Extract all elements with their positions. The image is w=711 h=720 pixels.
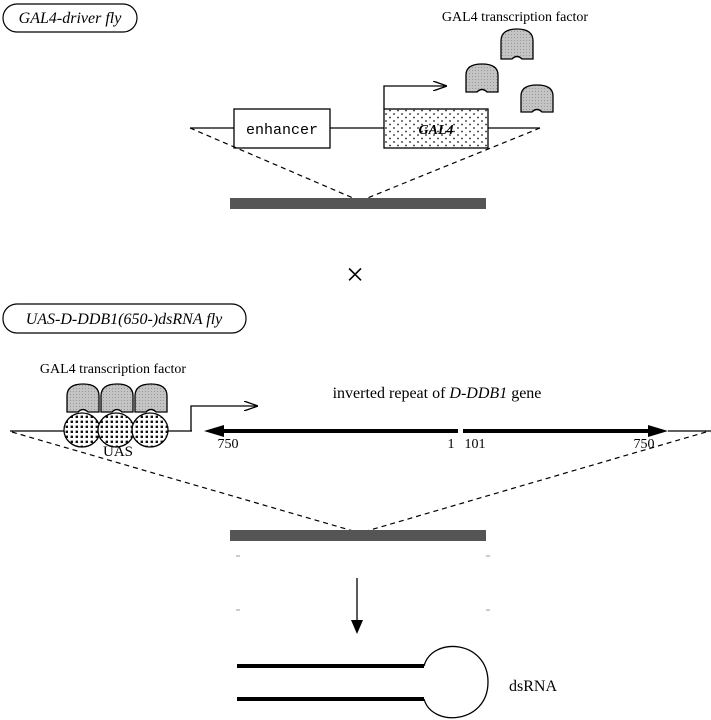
uas-transcription-arrow xyxy=(190,406,257,431)
driver-transcription-arrow xyxy=(383,86,446,109)
zoom-line-left xyxy=(11,431,361,534)
enhancer-box: enhancer xyxy=(233,108,331,149)
zoom-line-left xyxy=(189,127,361,202)
down-arrow xyxy=(351,578,363,634)
uas-label: UAS xyxy=(103,444,133,460)
right-arm-start-number: 101 xyxy=(465,437,486,452)
svg-text:enhancer: enhancer xyxy=(246,122,318,139)
gal4-protein-icon xyxy=(520,84,554,113)
uas-chromosome-bar xyxy=(230,530,486,541)
dsrna-hairpin xyxy=(237,645,489,719)
right-arm-end-number: 750 xyxy=(634,437,655,452)
gal4-protein-icon xyxy=(66,383,100,413)
svg-text:GAL4: GAL4 xyxy=(419,123,454,138)
gal4-factor-label-top: GAL4 transcription factor xyxy=(442,10,589,25)
gal4-factor-label-bottom: GAL4 transcription factor xyxy=(40,362,187,377)
left-arm-start-number: 750 xyxy=(218,437,239,452)
svg-text:UAS-D-DDB1(650-)dsRNA fly: UAS-D-DDB1(650-)dsRNA fly xyxy=(26,311,223,328)
gal4-driver-panel-label: GAL4-driver fly xyxy=(2,3,138,33)
gal4-protein-icon xyxy=(465,63,499,93)
svg-text:GAL4-driver fly: GAL4-driver fly xyxy=(19,10,123,27)
gal4-protein-icon xyxy=(134,383,168,413)
left-repeat-arm xyxy=(204,425,458,437)
zoom-line-right xyxy=(359,431,707,534)
uas-dsrna-panel-label: UAS-D-DDB1(650-)dsRNA fly xyxy=(2,303,247,334)
gal4-protein-icon xyxy=(500,28,534,60)
faint-marks xyxy=(236,555,490,611)
cross-symbol: × xyxy=(346,256,364,292)
uas-binding-site xyxy=(63,412,169,448)
left-arm-end-number: 1 xyxy=(448,437,455,452)
gal4-protein-icon xyxy=(100,383,134,413)
gal4-gene-box: GAL4 xyxy=(383,108,489,149)
driver-chromosome-bar xyxy=(230,198,486,209)
right-repeat-arm xyxy=(463,425,668,437)
inverted-repeat-label: inverted repeat of D-DDB1 gene xyxy=(333,385,542,402)
dsrna-label: dsRNA xyxy=(509,678,557,695)
